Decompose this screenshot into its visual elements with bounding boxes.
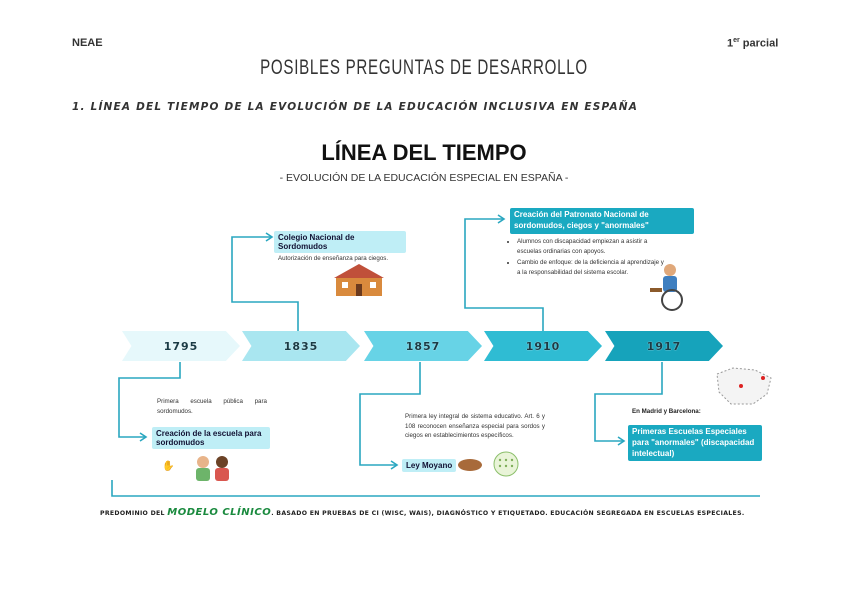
connector-1857 bbox=[359, 362, 421, 466]
year-arrow-1835: 1835 bbox=[242, 331, 360, 361]
document-title: POSIBLES PREGUNTAS DE DESARROLLO bbox=[260, 56, 588, 79]
footer-suffix: . BASADO EN PRUEBAS DE CI (WISC, WAIS), … bbox=[271, 510, 745, 517]
connector-1910 bbox=[464, 218, 544, 331]
header-right-number: 1 bbox=[727, 37, 734, 50]
timeline-title: LÍNEA DEL TIEMPO bbox=[321, 140, 527, 165]
timeline-subtitle: - EVOLUCIÓN DE LA EDUCACIÓN ESPECIAL EN … bbox=[279, 172, 569, 184]
event-1835-text: Autorización de enseñanza para ciegos. bbox=[278, 255, 389, 262]
header-right: 1er parcial bbox=[727, 37, 778, 50]
year-label-1835: 1835 bbox=[283, 339, 319, 353]
footer-prefix: PREDOMINIO DEL bbox=[100, 510, 168, 517]
header-right-sup: er bbox=[733, 37, 740, 44]
footer-statement: PREDOMINIO DEL MODELO CLÍNICO. BASADO EN… bbox=[100, 507, 744, 518]
event-1795-label: Creación de la escuela para sordomudos bbox=[152, 427, 270, 449]
connector-1917-arrowhead bbox=[617, 436, 626, 446]
event-1910-bullets: Alumnos con discapacidad empiezan a asis… bbox=[507, 237, 667, 279]
connector-1910-arrowhead bbox=[497, 214, 506, 224]
year-arrow-1917: 1917 bbox=[605, 331, 723, 361]
connector-1857-arrowhead bbox=[390, 460, 399, 470]
spain-map-icon bbox=[716, 367, 772, 405]
year-label-1795: 1795 bbox=[163, 339, 199, 353]
connector-1795 bbox=[118, 362, 181, 438]
connector-1835 bbox=[231, 236, 299, 331]
event-1917-note: En Madrid y Barcelona: bbox=[632, 408, 701, 415]
bottom-bracket bbox=[111, 480, 760, 497]
wheelchair-student-icon bbox=[650, 264, 683, 311]
event-1917-label: Primeras Escuelas Especiales para "anorm… bbox=[628, 425, 762, 462]
event-1910-bullet: Alumnos con discapacidad empiezan a asis… bbox=[517, 237, 667, 256]
event-1835-label: Colegio Nacional de Sordomudos bbox=[274, 231, 406, 253]
year-arrow-1910: 1910 bbox=[484, 331, 602, 361]
header-right-text: parcial bbox=[739, 37, 779, 50]
event-1910-label: Creación del Patronato Nacional de sordo… bbox=[510, 208, 694, 234]
event-1910-bullet: Cambio de enfoque: de la deficiencia al … bbox=[517, 258, 667, 277]
header-left: NEAE bbox=[72, 37, 103, 49]
connector-1917 bbox=[594, 362, 663, 442]
event-1795-text: Primera escuela pública para sordomudos. bbox=[157, 398, 267, 415]
year-label-1857: 1857 bbox=[405, 339, 441, 353]
event-1857-label: Ley Moyano bbox=[402, 459, 457, 472]
sign-language-illustration-icon: ✋ bbox=[162, 456, 229, 481]
svg-text:✋: ✋ bbox=[162, 459, 174, 472]
connector-1795-arrowhead bbox=[139, 432, 148, 442]
year-arrow-1857: 1857 bbox=[364, 331, 482, 361]
year-label-1910: 1910 bbox=[525, 339, 561, 353]
year-arrow-1795: 1795 bbox=[122, 331, 240, 361]
year-label-1917: 1917 bbox=[646, 339, 682, 353]
section-heading: 1. LÍNEA DEL TIEMPO DE LA EVOLUCIÓN DE L… bbox=[72, 101, 639, 113]
school-building-icon bbox=[334, 264, 384, 296]
footer-highlight: MODELO CLÍNICO bbox=[167, 507, 272, 518]
event-1857-text: Primera ley integral de sistema educativ… bbox=[405, 413, 545, 440]
braille-book-icon bbox=[458, 451, 519, 477]
connector-1835-arrowhead bbox=[265, 232, 274, 242]
